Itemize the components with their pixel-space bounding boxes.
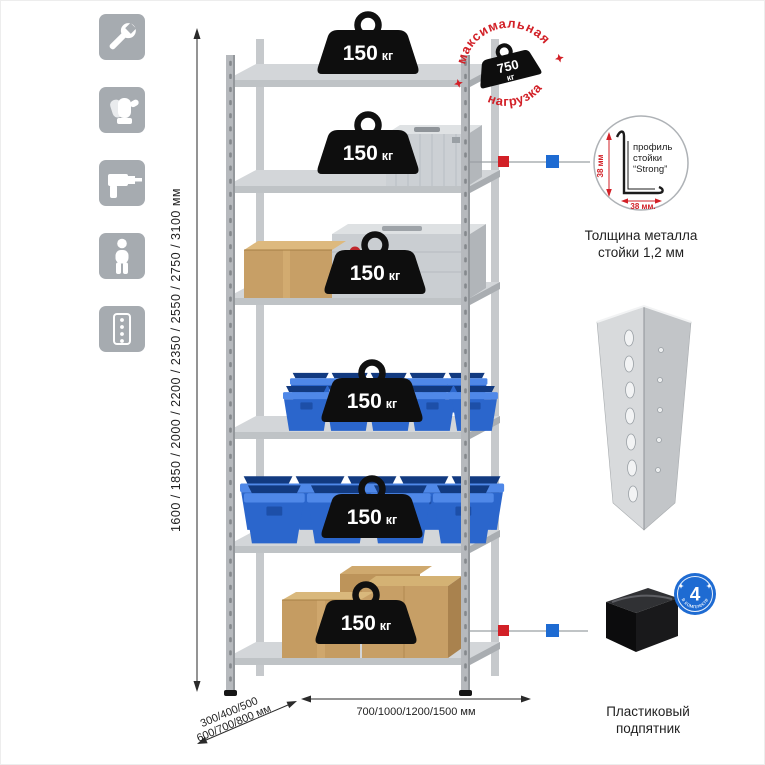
profile-label-3: “Strong” xyxy=(633,164,667,175)
stamp-star-right xyxy=(553,52,565,64)
foot-caption-1: Пластиковый xyxy=(606,704,690,719)
feature-icons xyxy=(99,14,145,352)
kit-badge: 4 в комплекте xyxy=(674,573,716,615)
foot-caption-2: подпятник xyxy=(616,721,680,736)
profile-label-1: профиль xyxy=(633,142,672,153)
foot-illustration xyxy=(606,588,678,652)
height-dimension: 1600 / 1850 / 2000 / 2200 / 2350 / 2550 … xyxy=(169,28,201,692)
rack-post-icon xyxy=(99,306,145,352)
height-dimension-label: 1600 / 1850 / 2000 / 2200 / 2350 / 2550 … xyxy=(169,188,183,532)
profile-dim-vertical: 38 мм xyxy=(596,154,605,177)
drill-icon xyxy=(99,160,145,206)
connector-bottom xyxy=(470,624,588,637)
width-dimension: 700/1000/1200/1500 мм xyxy=(301,695,531,718)
profile-callout: 38 мм 38 мм. профиль стойки “Strong” Тол… xyxy=(585,115,698,260)
cardboard-box-shelf3 xyxy=(244,241,346,298)
profile-label-2: стойки xyxy=(633,153,662,164)
profile-dim-horizontal: 38 мм. xyxy=(630,202,655,211)
wrench-icon xyxy=(99,14,145,60)
width-dimension-label: 700/1000/1200/1500 мм xyxy=(356,706,475,718)
profile-caption-2: стойки 1,2 мм xyxy=(598,245,684,260)
max-load-stamp: максимальная нагрузка 750 кг xyxy=(445,5,565,115)
stamp-unit: кг xyxy=(506,71,516,83)
post-illustration xyxy=(596,304,692,531)
connector-top xyxy=(470,155,590,168)
gloves-icon xyxy=(99,87,145,133)
stamp-value: 750 xyxy=(496,56,521,76)
kit-badge-value: 4 xyxy=(690,585,701,606)
rack-posts xyxy=(224,55,472,696)
profile-caption-1: Толщина металла xyxy=(585,228,698,243)
depth-dimension: 300/400/500 600/700/800 мм xyxy=(195,695,297,745)
person-icon xyxy=(99,233,145,279)
profile-cross-section xyxy=(615,130,664,195)
